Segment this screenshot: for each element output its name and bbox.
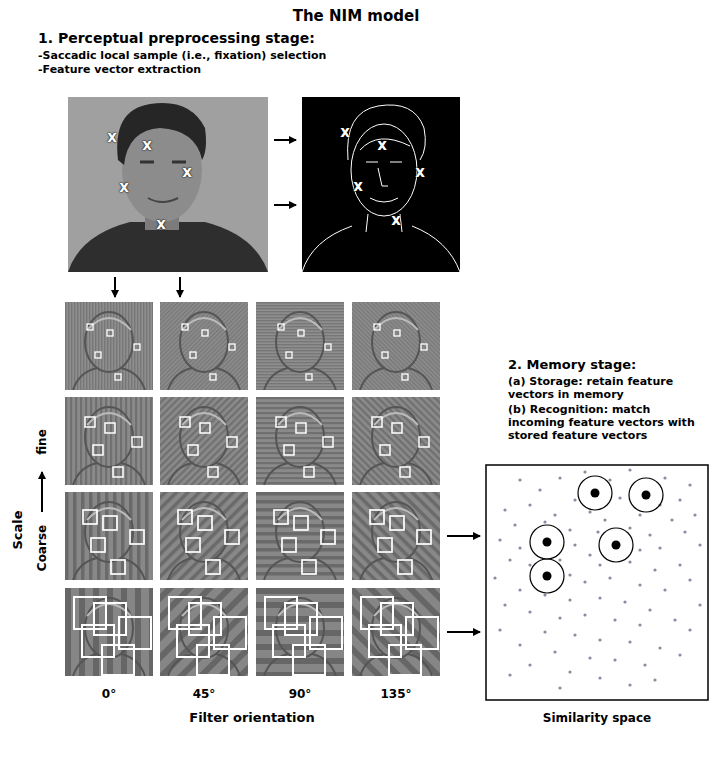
fixation-mark: x (119, 178, 129, 196)
orientation-label: 135° (380, 687, 411, 701)
similarity-space (486, 465, 708, 700)
fixation-mark: x (391, 211, 401, 229)
stage-note: -Feature vector extraction (38, 63, 201, 76)
orientation-label: 90° (289, 687, 312, 701)
fixation-mark: x (377, 136, 387, 154)
scale-label: Coarse (35, 525, 49, 571)
scale-label: fine (35, 429, 49, 455)
stage-heading: 1. Perceptual preprocessing stage: (38, 30, 315, 47)
axis-label: Filter orientation (189, 710, 314, 726)
fixation-mark: x (353, 177, 363, 195)
fixation-mark: x (182, 163, 192, 181)
fixation-mark: x (107, 128, 117, 146)
filter-grid (25, 227, 515, 751)
fixation-mark: x (415, 163, 425, 181)
fixation-mark: x (340, 123, 350, 141)
orientation-label: 45° (193, 687, 216, 701)
title: The NIM model (293, 7, 420, 25)
fixation-mark: x (156, 215, 166, 233)
stage-note: (b) Recognition: match incoming feature … (508, 403, 706, 442)
fixation-mark: x (142, 136, 152, 154)
space-label: Similarity space (543, 711, 651, 725)
face-photo (68, 97, 268, 272)
axis-label: Scale (10, 510, 26, 549)
orientation-label: 0° (102, 687, 116, 701)
edge-image (302, 97, 460, 272)
stage-note: (a) Storage: retain feature vectors in m… (508, 375, 706, 401)
stage-heading: 2. Memory stage: (508, 357, 636, 373)
stage-note: -Saccadic local sample (i.e., fixation) … (38, 49, 326, 62)
